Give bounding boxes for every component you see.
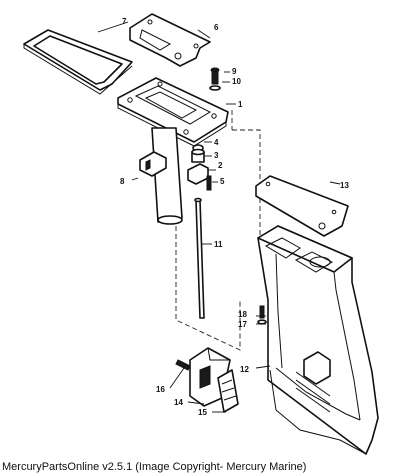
part-17-washer xyxy=(257,319,267,325)
part-3-grommet xyxy=(191,148,205,163)
callout-3: 3 xyxy=(214,151,219,160)
callout-15: 15 xyxy=(198,408,207,417)
callout-12: 12 xyxy=(240,365,249,374)
part-8-exhaust-tube xyxy=(139,127,183,225)
part-16-screw xyxy=(175,359,191,371)
part-10-washer xyxy=(209,85,221,91)
callout-1: 1 xyxy=(238,100,243,109)
callout-13: 13 xyxy=(340,181,349,190)
callout-8: 8 xyxy=(120,177,125,186)
part-13-gasket xyxy=(255,175,349,237)
alignment-lines xyxy=(175,110,261,351)
part-7-seal xyxy=(23,29,133,95)
copyright-caption: MercuryPartsOnline v2.5.1 (Image Copyrig… xyxy=(2,461,307,473)
callout-6: 6 xyxy=(214,23,219,32)
callout-10: 10 xyxy=(232,77,241,86)
part-2-bracket xyxy=(187,163,209,185)
leader-lines xyxy=(97,21,341,413)
part-18-bolt xyxy=(259,305,265,319)
callout-labels: 1 2 3 4 5 6 7 8 9 10 11 12 13 14 15 16 1… xyxy=(120,17,349,417)
callout-9: 9 xyxy=(232,67,237,76)
part-11-rod xyxy=(194,197,205,319)
callout-11: 11 xyxy=(214,240,223,249)
part-12-driveshaft-housing xyxy=(257,225,379,455)
part-15-plate xyxy=(217,369,239,413)
callout-7: 7 xyxy=(122,17,127,26)
part-5-screw xyxy=(206,175,212,191)
callout-5: 5 xyxy=(220,177,225,186)
part-6-gasket xyxy=(129,13,211,67)
callout-4: 4 xyxy=(214,138,219,147)
callout-16: 16 xyxy=(156,385,165,394)
callout-14: 14 xyxy=(174,398,183,407)
callout-17: 17 xyxy=(238,320,247,329)
part-9-screw xyxy=(210,67,220,85)
callout-18: 18 xyxy=(238,310,247,319)
callout-2: 2 xyxy=(218,161,223,170)
